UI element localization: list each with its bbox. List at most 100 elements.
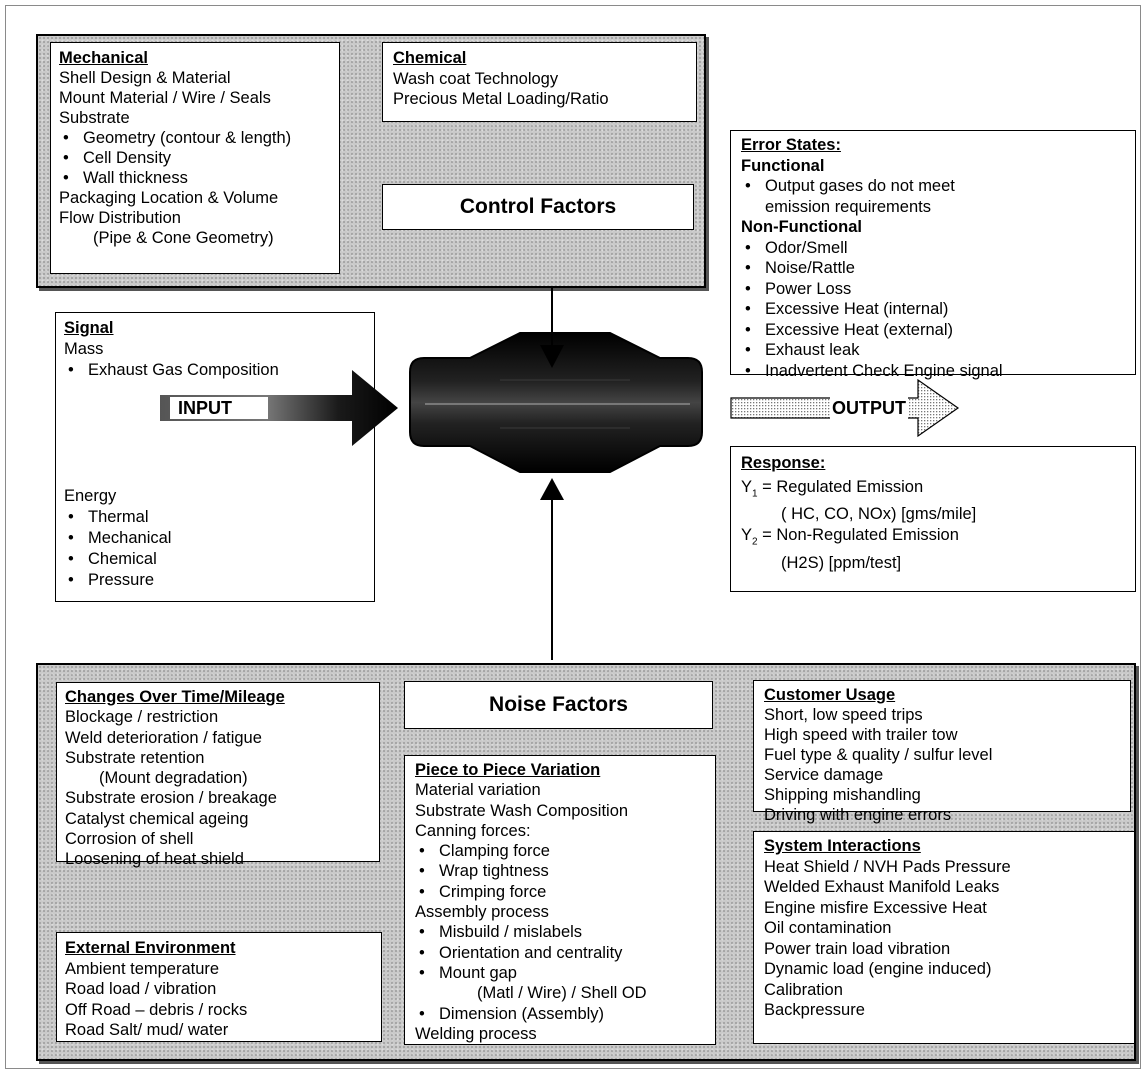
mass-label: Mass [64, 340, 104, 358]
response-y1-detail: ( HC, CO, NOx) [gms/mile] [781, 505, 977, 524]
mechanical-item: (Pipe & Cone Geometry) [93, 229, 274, 247]
y1-symbol: Y [741, 478, 753, 496]
piece-item: Dimension (Assembly) [415, 1004, 705, 1025]
functional-item-cont: emission requirements [765, 197, 931, 216]
nonfunctional-item: Odor/Smell [741, 238, 1125, 259]
piece-item: Crimping force [415, 882, 705, 903]
energy-item: Pressure [64, 570, 366, 591]
external-item: Ambient temperature [65, 959, 220, 978]
piece-item: Canning forces: [415, 821, 531, 840]
changes-item: Substrate retention [65, 748, 205, 767]
control-factors-title: Control Factors [382, 184, 694, 230]
y1-text: = Regulated Emission [757, 478, 924, 496]
energy-item: Thermal [64, 507, 366, 528]
external-item: Road Salt/ mud/ water [65, 1021, 229, 1039]
changes-item: Substrate erosion / breakage [65, 789, 277, 808]
piece-item: Clamping force [415, 841, 705, 862]
nonfunctional-item: Inadvertent Check Engine signal [741, 361, 1125, 382]
external-item: Off Road – debris / rocks [65, 1000, 248, 1019]
response-y1: Y1 = Regulated Emission [741, 477, 1125, 504]
chemical-box: Chemical Wash coat Technology Precious M… [382, 42, 697, 122]
y2-text: = Non-Regulated Emission [757, 526, 959, 545]
changes-item: Blockage / restriction [65, 708, 219, 727]
system-item: Welded Exhaust Manifold Leaks [764, 878, 1000, 896]
y2-subscript: 2 [752, 536, 758, 548]
changes-item: Weld deterioration / fatigue [65, 728, 262, 747]
output-label: OUTPUT [830, 397, 908, 419]
piece-item: (Matl / Wire) / Shell OD [477, 984, 647, 1003]
system-item: Calibration [764, 980, 843, 999]
mechanical-item: Mount Material / Wire / Seals [59, 89, 271, 107]
functional-item: Output gases do not meet [741, 176, 1125, 197]
piece-heading: Piece to Piece Variation [415, 761, 601, 779]
system-item: Power train load vibration [764, 939, 951, 958]
external-environment-box: External Environment Ambient temperature… [56, 932, 382, 1042]
noise-factors-title: Noise Factors [404, 681, 713, 729]
nonfunctional-item: Exhaust leak [741, 340, 1125, 361]
mass-item: Exhaust Gas Composition [64, 360, 366, 381]
functional-label: Functional [741, 156, 825, 175]
signal-heading: Signal [64, 319, 114, 337]
piece-item: Material variation [415, 781, 541, 800]
response-y2-detail: (H2S) [ppm/test] [781, 553, 902, 572]
piece-item: Welding process [415, 1024, 537, 1043]
nonfunctional-item: Excessive Heat (external) [741, 320, 1125, 341]
changes-item: Corrosion of shell [65, 830, 194, 849]
system-heading: System Interactions [764, 837, 921, 855]
y1-subscript: 1 [752, 488, 758, 500]
nonfunctional-list: Odor/SmellNoise/RattlePower LossExcessiv… [741, 238, 1125, 382]
changes-item: (Mount degradation) [99, 769, 248, 788]
error-states-heading: Error States: [741, 136, 841, 154]
nonfunctional-item: Noise/Rattle [741, 258, 1125, 279]
response-heading: Response: [741, 454, 826, 472]
external-heading: External Environment [65, 939, 236, 957]
piece-item: Orientation and centrality [415, 943, 705, 964]
changes-item: Loosening of heat shield [65, 850, 244, 869]
response-y2: Y2 = Non-Regulated Emission [741, 525, 1125, 552]
system-item: Dynamic load (engine induced) [764, 960, 992, 978]
nonfunctional-label: Non-Functional [741, 218, 862, 236]
mechanical-item: Substrate [59, 109, 130, 127]
energy-item: Chemical [64, 549, 366, 570]
piece-item: Misbuild / mislabels [415, 922, 705, 943]
customer-item: High speed with trailer tow [764, 726, 958, 744]
error-states-box: Error States: Functional Output gases do… [730, 130, 1136, 381]
nonfunctional-item: Power Loss [741, 279, 1125, 300]
control-factors-title-text: Control Factors [459, 194, 617, 218]
changes-heading: Changes Over Time/Mileage [65, 688, 285, 706]
system-item: Backpressure [764, 1001, 865, 1019]
mechanical-heading: Mechanical [59, 49, 148, 67]
changes-item: Catalyst chemical ageing [65, 809, 249, 828]
customer-item: Driving with engine errors [764, 806, 952, 824]
noise-factors-title-text: Noise Factors [489, 692, 628, 716]
system-item: Engine misfire Excessive Heat [764, 898, 987, 917]
mechanical-item: Cell Density [59, 148, 331, 168]
response-box: Response: Y1 = Regulated Emission ( HC, … [730, 446, 1136, 592]
chemical-heading: Chemical [393, 49, 467, 67]
customer-item: Fuel type & quality / sulfur level [764, 746, 993, 764]
customer-item: Shipping mishandling [764, 786, 921, 804]
chemical-item: Wash coat Technology [393, 69, 559, 88]
system-interactions-box: System Interactions Heat Shield / NVH Pa… [753, 831, 1135, 1044]
chemical-item: Precious Metal Loading/Ratio [393, 90, 609, 108]
customer-item: Service damage [764, 766, 884, 784]
input-label: INPUT [178, 398, 232, 418]
piece-item: Assembly process [415, 903, 549, 922]
changes-over-time-box: Changes Over Time/Mileage Blockage / res… [56, 682, 380, 868]
external-item: Road load / vibration [65, 980, 217, 998]
mechanical-item: Wall thickness [59, 168, 331, 188]
system-item: Heat Shield / NVH Pads Pressure [764, 857, 1011, 876]
piece-item: Substrate Wash Composition [415, 801, 629, 820]
piece-item: Wrap tightness [415, 861, 705, 882]
mechanical-item: Geometry (contour & length) [59, 128, 331, 148]
system-item: Oil contamination [764, 919, 892, 937]
customer-heading: Customer Usage [764, 686, 896, 704]
piece-to-piece-box: Piece to Piece Variation Material variat… [404, 755, 716, 1045]
mechanical-item: Packaging Location & Volume [59, 189, 279, 207]
